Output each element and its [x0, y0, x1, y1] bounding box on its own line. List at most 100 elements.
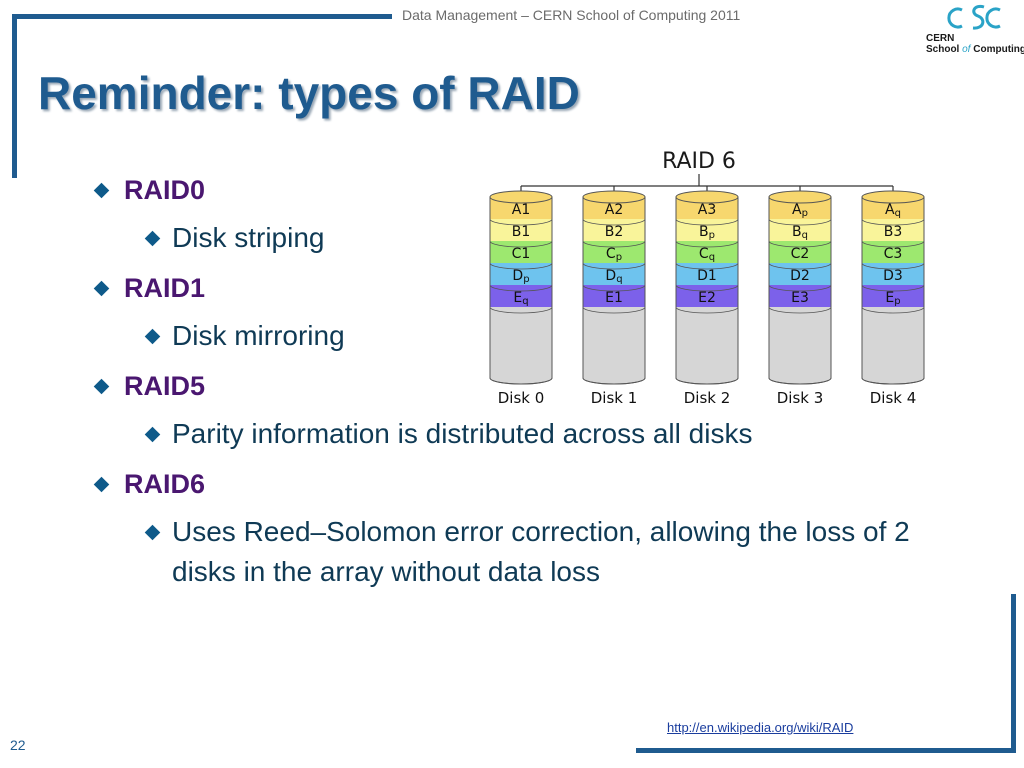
- logo-word-school: School: [926, 44, 960, 55]
- csc-logo-icon: [947, 4, 1001, 30]
- block-label-subscript: p: [523, 274, 529, 285]
- block-label-subscript: p: [709, 230, 715, 241]
- disk-body-fill: [769, 307, 831, 378]
- disk-label: Disk 4: [870, 389, 917, 407]
- logo-word-computing: Computing: [973, 44, 1024, 55]
- block-label: B1: [512, 224, 531, 240]
- sub-bullet-raid6: Uses Reed–Solomon error correction, allo…: [90, 512, 970, 592]
- block-divider: [768, 306, 832, 314]
- sub-bullet-text: Disk striping: [172, 222, 325, 253]
- disk-bottom-edge: [489, 377, 553, 385]
- diagram-title: RAID 6: [662, 149, 736, 174]
- disk-body-fill: [676, 307, 738, 378]
- block-label-subscript: q: [895, 208, 901, 219]
- disk-top-cap: [675, 190, 739, 204]
- block-label: D3: [883, 268, 903, 284]
- disk-label: Disk 1: [591, 389, 638, 407]
- block-divider: [675, 284, 739, 292]
- bullet-raid0: RAID0: [90, 170, 970, 210]
- block-label: E2: [698, 290, 716, 306]
- page-number: 22: [10, 737, 26, 753]
- block-label: A1: [512, 202, 530, 218]
- block-label-subscript: q: [616, 274, 622, 285]
- block-divider: [489, 218, 553, 226]
- diamond-bullet-icon: [144, 328, 161, 345]
- logo-word-of: of: [962, 44, 971, 55]
- diamond-bullet-icon: [93, 182, 110, 199]
- block-divider: [675, 262, 739, 270]
- disk-bottom-edge: [861, 377, 925, 385]
- diamond-bullet-icon: [144, 524, 161, 541]
- block-divider: [861, 240, 925, 248]
- frame-left-bar: [12, 14, 17, 178]
- block-label: E3: [791, 290, 809, 306]
- block-divider: [582, 284, 646, 292]
- bullet-raid6: RAID6: [90, 464, 970, 504]
- block-divider: [675, 218, 739, 226]
- wikipedia-link[interactable]: http://en.wikipedia.org/wiki/RAID: [667, 720, 854, 735]
- block-divider: [675, 306, 739, 314]
- bullet-label: RAID5: [124, 371, 206, 401]
- block-divider: [675, 240, 739, 248]
- bullet-label: RAID1: [124, 273, 206, 303]
- logo-line-cern: CERN: [926, 33, 955, 44]
- block-divider: [768, 240, 832, 248]
- block-divider: [582, 218, 646, 226]
- disk-bottom-edge: [768, 377, 832, 385]
- block-divider: [768, 218, 832, 226]
- block-label: C1: [512, 246, 531, 262]
- bullet-list: RAID0 Disk striping RAID1 Disk mirroring…: [90, 170, 970, 602]
- diamond-bullet-icon: [144, 426, 161, 443]
- block-label: C2: [791, 246, 810, 262]
- sub-bullet-raid1: Disk mirroring: [90, 316, 970, 356]
- block-label-subscript: q: [802, 230, 808, 241]
- disk-top-cap: [489, 190, 553, 204]
- block-label-subscript: q: [522, 296, 528, 307]
- block-label: D2: [790, 268, 810, 284]
- block-divider: [861, 218, 925, 226]
- bullet-raid5: RAID5: [90, 366, 970, 406]
- sub-bullet-raid5: Parity information is distributed across…: [90, 414, 970, 454]
- disk-label: Disk 2: [684, 389, 731, 407]
- block-divider: [489, 262, 553, 270]
- block-divider: [861, 306, 925, 314]
- disk-top-cap: [768, 190, 832, 204]
- disk-label: Disk 0: [498, 389, 545, 407]
- block-label: D1: [697, 268, 717, 284]
- block-divider: [768, 262, 832, 270]
- diamond-bullet-icon: [144, 230, 161, 247]
- diamond-bullet-icon: [93, 280, 110, 297]
- frame-bottom-bar: [636, 748, 1016, 753]
- sub-bullet-raid0: Disk striping: [90, 218, 970, 258]
- bullet-label: RAID6: [124, 469, 206, 499]
- disk-label: Disk 3: [777, 389, 824, 407]
- disk-body-fill: [490, 307, 552, 378]
- diamond-bullet-icon: [93, 378, 110, 395]
- disk-top-cap: [582, 190, 646, 204]
- block-label: A2: [605, 202, 623, 218]
- disk-body-fill: [583, 307, 645, 378]
- block-divider: [582, 306, 646, 314]
- bullet-label: RAID0: [124, 175, 206, 205]
- frame-right-bar: [1011, 594, 1016, 752]
- block-divider: [861, 284, 925, 292]
- block-divider: [861, 262, 925, 270]
- block-divider: [582, 240, 646, 248]
- disk-body-fill: [862, 307, 924, 378]
- block-label-subscript: p: [802, 208, 808, 219]
- block-label-subscript: p: [616, 252, 622, 263]
- block-label-subscript: q: [709, 252, 715, 263]
- logo-wordmark: CERN School of Computing: [926, 33, 1024, 55]
- block-divider: [582, 262, 646, 270]
- block-divider: [489, 240, 553, 248]
- disk-top-cap: [861, 190, 925, 204]
- block-divider: [768, 284, 832, 292]
- sub-bullet-text: Parity information is distributed across…: [172, 418, 753, 449]
- disk-bottom-edge: [582, 377, 646, 385]
- disk-bottom-edge: [675, 377, 739, 385]
